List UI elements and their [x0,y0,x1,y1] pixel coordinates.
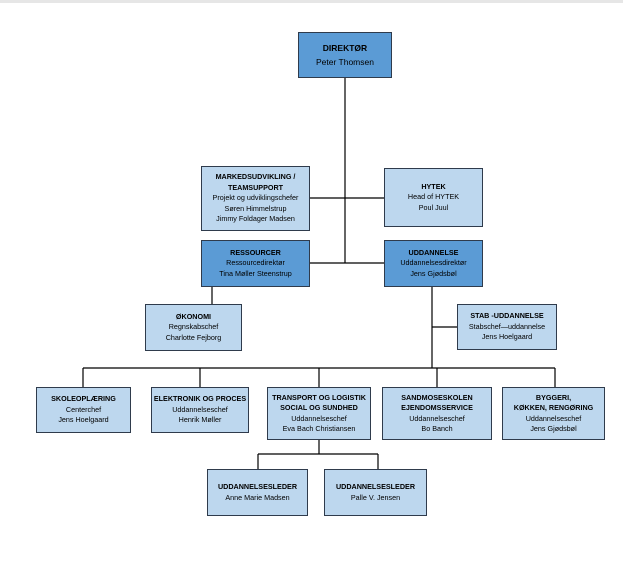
node-line: Jens Hoelgaard [481,332,533,342]
node-uddannelse: UDDANNELSE Uddannelsesdirektør Jens Gjød… [384,240,483,287]
node-title: MARKEDSUDVIKLING / [215,172,296,182]
node-line: Head of HYTEK [407,192,460,202]
node-title: DIREKTØR [322,43,368,53]
node-line: Bo Banch [421,424,453,433]
node-title-2: TEAMSUPPORT [227,182,284,192]
node-line: Uddannelseschef [409,413,465,423]
node-line: Eva Bach Christiansen [282,424,356,433]
node-line: Jens Gjødsbøl [410,268,457,278]
node-hytek: HYTEK Head of HYTEK Poul Juul [384,168,483,227]
node-title: SKOLEOPLÆRING [51,394,116,404]
node-direktor: DIREKTØR Peter Thomsen [298,32,392,78]
node-line: Charlotte Fejborg [165,332,222,342]
node-line: Projekt og udviklingschefer [212,193,299,203]
node-line: Søren Himmelstrup [224,203,287,213]
node-byggeri: BYGGERI, KØKKEN, RENGØRING Uddannelsesch… [502,387,605,440]
node-line: Tina Møller Steenstrup [219,268,292,278]
node-okonomi: ØKONOMI Regnskabschef Charlotte Fejborg [145,304,242,351]
node-title: RESSOURCER [230,247,281,257]
node-line: Jens Gjødsbøl [530,424,577,433]
node-line: Jens Hoelgaard [58,415,109,425]
node-line: Palle V. Jensen [350,492,401,502]
node-uddannelsesleder-1: UDDANNELSESLEDER Anne Marie Madsen [207,469,308,516]
node-title: UDDANNELSE [408,247,459,257]
node-title: ELEKTRONIK OG PROCES [153,394,247,404]
node-line: Uddannelseschef [172,404,228,414]
top-border [0,0,623,3]
node-title: BYGGERI, [535,392,572,402]
node-line: Stabschef—uddannelse [468,321,546,331]
node-title: ØKONOMI [175,311,212,321]
node-line: Uddannelseschef [525,413,582,423]
node-line: Anne Marie Madsen [225,492,290,502]
node-markedsudvikling: MARKEDSUDVIKLING / TEAMSUPPORT Projekt o… [201,166,310,231]
node-line: Jimmy Foldager Madsen [216,214,295,224]
node-elektronik: ELEKTRONIK OG PROCES Uddannelseschef Hen… [151,387,249,433]
node-title: STAB -UDDANNELSE [470,311,544,321]
node-line: Peter Thomsen [316,56,374,67]
node-line: Regnskabschef [168,322,219,332]
node-line: Poul Juul [418,202,449,212]
node-title: SANDMOSESKOLEN [401,392,473,402]
node-sandmoseskolen: SANDMOSESKOLEN EJENDOMSSERVICE Uddannels… [382,387,492,440]
node-title: TRANSPORT OG LOGISTIK [272,392,366,402]
node-skoleoplaering: SKOLEOPLÆRING Centerchef Jens Hoelgaard [36,387,131,433]
node-title: UDDANNELSESLEDER [217,482,298,491]
node-line: Henrik Møller [178,415,222,425]
node-uddannelsesleder-2: UDDANNELSESLEDER Palle V. Jensen [324,469,427,516]
node-title-2: EJENDOMSSERVICE [401,403,473,412]
node-title-2: SOCIAL OG SUNDHED [280,403,358,412]
node-title: HYTEK [421,181,446,191]
node-line: Uddannelsesdirektør [400,258,467,268]
node-line: Uddannelseschef [291,413,347,423]
node-transport: TRANSPORT OG LOGISTIK SOCIAL OG SUNDHED … [267,387,371,440]
node-line: Ressourcedirektør [226,258,285,268]
node-title: UDDANNELSESLEDER [335,482,416,491]
node-line: Centerchef [65,404,102,414]
node-title-2: KØKKEN, RENGØRING [513,403,594,412]
node-stab-uddannelse: STAB -UDDANNELSE Stabschef—uddannelse Je… [457,304,557,350]
node-ressourcer: RESSOURCER Ressourcedirektør Tina Møller… [201,240,310,287]
